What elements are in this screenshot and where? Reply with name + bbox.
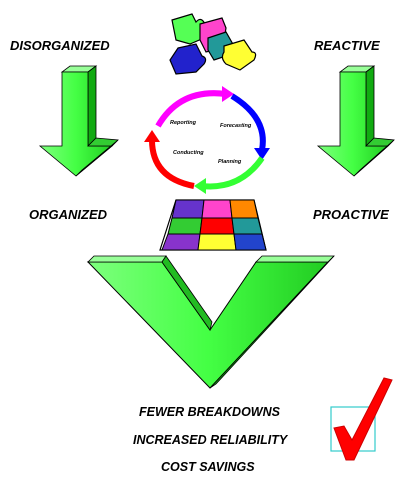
cycle-label-reporting: Reporting bbox=[170, 120, 197, 126]
cycle-arrow-reporting bbox=[155, 90, 227, 128]
left-down-arrow bbox=[38, 65, 119, 177]
cycle-arrow-forecasting bbox=[230, 93, 266, 151]
label-disorganized: DISORGANIZED bbox=[10, 38, 110, 53]
label-organized: ORGANIZED bbox=[29, 207, 107, 222]
cycle-label-planning: Planning bbox=[218, 159, 242, 165]
cycle-diagram: Reporting Forecasting Planning Conductin… bbox=[144, 86, 270, 194]
result-cost-savings: COST SAVINGS bbox=[161, 460, 255, 474]
label-proactive: PROACTIVE bbox=[313, 207, 389, 222]
scattered-puzzle-icon bbox=[169, 13, 257, 75]
assembled-puzzle-icon bbox=[159, 199, 267, 251]
cycle-label-conducting: Conducting bbox=[173, 150, 204, 156]
result-fewer-breakdowns: FEWER BREAKDOWNS bbox=[139, 405, 280, 419]
right-down-arrow bbox=[316, 65, 395, 177]
checkmark-icon bbox=[330, 377, 393, 461]
big-v-arrow bbox=[86, 255, 335, 389]
cycle-arrow-conducting bbox=[149, 139, 195, 189]
label-reactive: REACTIVE bbox=[314, 38, 380, 53]
cycle-label-forecasting: Forecasting bbox=[220, 123, 252, 129]
result-increased-reliability: INCREASED RELIABILITY bbox=[133, 433, 288, 447]
cycle-arrow-planning bbox=[201, 156, 265, 190]
